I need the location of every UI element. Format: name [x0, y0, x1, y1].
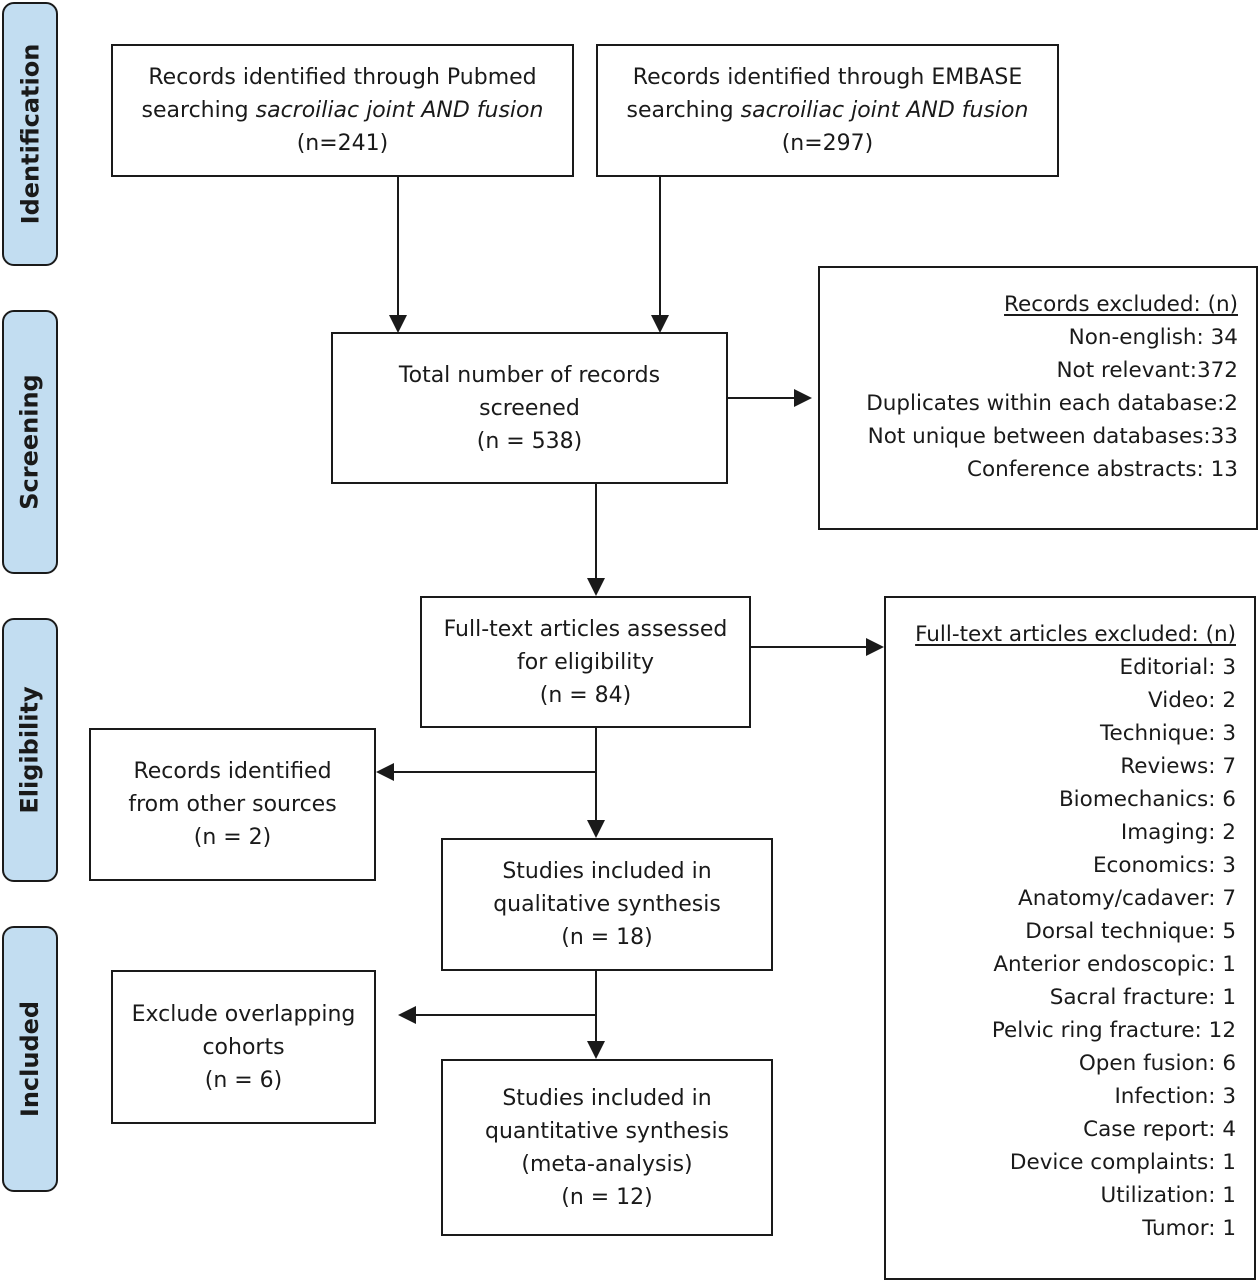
embase-box: Records identified through EMBASE search…	[596, 44, 1059, 177]
fulltext-line1: Full-text articles assessed	[443, 616, 728, 642]
qualitative-line2: qualitative synthesis	[493, 892, 721, 917]
pubmed-count: (n=241)	[296, 131, 389, 156]
screened-line2: screened	[479, 395, 580, 421]
screened-count: (n = 538)	[476, 428, 583, 454]
stage-screening: Screening	[2, 310, 58, 574]
qualitative-count: (n = 18)	[561, 925, 653, 950]
embase-line1: Records identified through EMBASE	[632, 65, 1023, 90]
stage-included: Included	[2, 926, 58, 1192]
screened-line1: Total number of records	[398, 362, 661, 388]
records-excluded-box: Records excluded: (n) Non-english: 34 No…	[818, 266, 1258, 530]
quantitative-line1: Studies included in	[502, 1085, 712, 1111]
quantitative-line2: quantitative synthesis	[484, 1118, 730, 1144]
arrowhead-qualitative	[587, 820, 605, 838]
fulltext-excluded-item: Pelvic ring fracture: 12	[991, 1018, 1236, 1043]
pubmed-line2-prefix: searching	[141, 98, 256, 123]
records-excluded-header: Records excluded: (n)	[1004, 292, 1238, 317]
qualitative-line1: Studies included in	[502, 859, 712, 884]
pubmed-box: Records identified through Pubmed search…	[111, 44, 574, 177]
screened-box: Total number of records screened (n = 53…	[331, 332, 728, 484]
fulltext-line2: for eligibility	[516, 649, 655, 675]
fulltext-excluded-item: Economics: 3	[1092, 853, 1236, 878]
overlap-line1: Exclude overlapping	[131, 1001, 356, 1027]
pubmed-search-terms: sacroiliac joint AND fusion	[255, 98, 544, 123]
embase-count: (n=297)	[781, 131, 874, 156]
fulltext-excluded-item: Device complaints: 1	[1009, 1150, 1236, 1175]
overlap-box: Exclude overlapping cohorts (n = 6)	[111, 970, 376, 1124]
fulltext-excluded-item: Sacral fracture: 1	[1049, 985, 1236, 1010]
embase-search-terms: sacroiliac joint AND fusion	[740, 98, 1029, 123]
arrowhead-quantitative	[587, 1041, 605, 1059]
records-excluded-item: Not relevant:372	[1056, 358, 1238, 383]
arrowhead-pubmed	[389, 315, 407, 333]
other-sources-count: (n = 2)	[193, 825, 272, 850]
other-sources-box: Records identified from other sources (n…	[89, 728, 376, 881]
arrowhead-overlap	[398, 1006, 416, 1024]
fulltext-excluded-item: Utilization: 1	[1100, 1183, 1237, 1208]
fulltext-excluded-item: Biomechanics: 6	[1058, 787, 1236, 812]
overlap-count: (n = 6)	[204, 1067, 283, 1093]
pubmed-line1: Records identified through Pubmed	[148, 65, 537, 90]
fulltext-box: Full-text articles assessed for eligibil…	[420, 596, 751, 728]
quantitative-box: Studies included in quantitative synthes…	[441, 1059, 773, 1236]
arrowhead-fulltext	[587, 578, 605, 596]
fulltext-excluded-item: Dorsal technique: 5	[1025, 919, 1236, 944]
arrowhead-excluded	[794, 389, 812, 407]
other-sources-line1: Records identified	[133, 759, 332, 784]
arrowhead-other-sources	[376, 763, 394, 781]
fulltext-excluded-item: Video: 2	[1148, 688, 1236, 713]
records-excluded-item: Non-english: 34	[1068, 325, 1238, 350]
arrowhead-fulltext-excluded	[866, 638, 884, 656]
other-sources-line2: from other sources	[128, 792, 337, 817]
records-excluded-item: Conference abstracts: 13	[966, 457, 1238, 482]
qualitative-box: Studies included in qualitative synthesi…	[441, 838, 773, 971]
embase-line2: searching sacroiliac joint AND fusion	[627, 94, 1029, 127]
embase-line2-prefix: searching	[626, 98, 741, 123]
records-excluded-item: Not unique between databases:33	[867, 424, 1238, 449]
fulltext-excluded-box: Full-text articles excluded: (n) Editori…	[884, 596, 1256, 1280]
fulltext-count: (n = 84)	[539, 682, 632, 708]
fulltext-excluded-item: Technique: 3	[1099, 721, 1236, 746]
fulltext-excluded-item: Reviews: 7	[1120, 754, 1236, 779]
quantitative-line3: (meta-analysis)	[521, 1151, 693, 1177]
fulltext-excluded-item: Tumor: 1	[1142, 1216, 1236, 1241]
stage-eligibility: Eligibility	[2, 618, 58, 882]
fulltext-excluded-item: Case report: 4	[1083, 1117, 1236, 1142]
quantitative-count: (n = 12)	[561, 1184, 653, 1210]
fulltext-excluded-item: Anterior endoscopic: 1	[993, 952, 1236, 977]
fulltext-excluded-item: Anatomy/cadaver: 7	[1018, 886, 1236, 911]
overlap-line2: cohorts	[202, 1034, 285, 1060]
arrowhead-embase	[651, 315, 669, 333]
fulltext-excluded-item: Imaging: 2	[1120, 820, 1236, 845]
fulltext-excluded-header: Full-text articles excluded: (n)	[915, 622, 1236, 647]
records-excluded-item: Duplicates within each database:2	[866, 391, 1238, 416]
fulltext-excluded-item: Infection: 3	[1114, 1084, 1236, 1109]
fulltext-excluded-item: Editorial: 3	[1119, 655, 1236, 680]
stage-identification: Identification	[2, 2, 58, 266]
fulltext-excluded-item: Open fusion: 6	[1078, 1051, 1236, 1076]
pubmed-line2: searching sacroiliac joint AND fusion	[142, 94, 544, 127]
